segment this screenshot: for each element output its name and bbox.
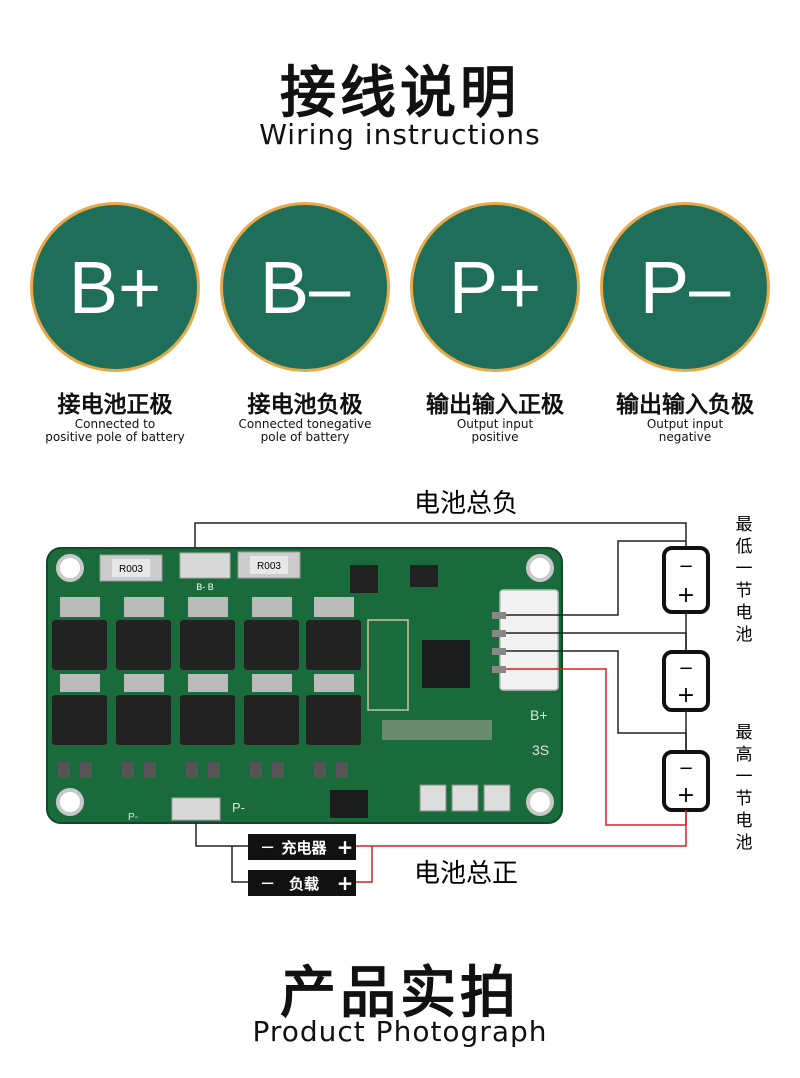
lowest-cell-label: 最 低 一 节 电 池	[736, 515, 753, 645]
total-negative-label: 电池总负	[414, 489, 518, 519]
svg-text:+: +	[677, 583, 695, 608]
battery-cell: − +	[662, 650, 710, 712]
terminal-symbol: B–	[259, 245, 351, 329]
page-subtitle: Wiring instructions	[259, 118, 541, 151]
mount-hole	[56, 554, 84, 582]
label-line: Connected to	[74, 417, 156, 431]
svg-text:−: −	[678, 556, 693, 577]
balance-connector	[499, 589, 559, 691]
terminal-label-en: Output input negative	[590, 418, 780, 444]
svg-text:+: +	[677, 783, 695, 808]
highest-cell-label: 最 高 一 节 电 池	[736, 723, 753, 853]
board-mark: 3S	[532, 742, 549, 758]
terminal-p-plus: P+	[410, 202, 580, 372]
mosfet-small	[330, 790, 368, 818]
p-minus-wire	[231, 846, 248, 883]
svg-text:节: 节	[736, 789, 753, 809]
load-box	[248, 870, 356, 896]
svg-text:电: 电	[736, 603, 753, 623]
terminal-label-cn: 输出输入正极	[426, 392, 564, 418]
terminal-symbol: P–	[639, 245, 731, 329]
terminal-label-en: Connected tonegative pole of battery	[210, 418, 400, 444]
p-minus-wire	[195, 822, 248, 847]
battery-cell: − +	[662, 546, 710, 614]
svg-text:节: 节	[736, 581, 753, 601]
svg-text:负载: 负载	[289, 875, 319, 893]
page-title: 接线说明	[280, 61, 520, 126]
mount-hole	[56, 788, 84, 816]
svg-text:池: 池	[736, 833, 753, 853]
svg-text:−: −	[678, 658, 693, 679]
svg-text:+: +	[337, 871, 354, 895]
board-mark: P-	[128, 812, 138, 823]
wiring-diagram: 电池总负 R003 R003 B- B	[46, 489, 753, 896]
label-line: negative	[658, 430, 712, 444]
svg-text:一: 一	[736, 767, 753, 787]
terminal-symbol: P+	[448, 245, 542, 329]
protection-ic	[422, 640, 470, 688]
resistor-label: R003	[257, 561, 281, 572]
svg-text:最: 最	[736, 515, 753, 535]
svg-text:充电器: 充电器	[281, 839, 327, 857]
svg-text:+: +	[337, 835, 354, 859]
terminal-label-cn: 接电池正极	[57, 392, 173, 418]
svg-text:−: −	[260, 873, 275, 894]
footer-subtitle: Product Photograph	[252, 1015, 548, 1048]
mount-hole	[526, 554, 554, 582]
label-line: Connected tonegative	[238, 417, 372, 431]
board-mark: B- B	[196, 582, 214, 592]
label-line: positive	[471, 430, 519, 444]
terminal-label-cn: 输出输入负极	[616, 392, 754, 418]
mount-hole	[526, 788, 554, 816]
svg-text:池: 池	[736, 625, 753, 645]
svg-text:−: −	[260, 837, 275, 858]
svg-text:低: 低	[736, 537, 753, 557]
mosfet-row-bottom	[52, 695, 361, 745]
total-positive-wire	[356, 810, 687, 847]
total-negative-wire	[194, 522, 687, 555]
svg-text:−: −	[678, 758, 693, 779]
mosfet-row-top	[52, 620, 361, 670]
battery-cell: − +	[662, 750, 710, 812]
terminal-b-minus: B–	[220, 202, 390, 372]
label-line: pole of battery	[260, 430, 350, 444]
total-positive-wire	[356, 846, 373, 883]
terminal-label-en: Output input positive	[400, 418, 590, 444]
label-line: positive pole of battery	[45, 430, 185, 444]
balance-wire	[506, 540, 686, 616]
terminal-label-en: Connected to positive pole of battery	[20, 418, 210, 444]
b-minus-pad	[179, 552, 231, 579]
terminal-b-plus: B+	[30, 202, 200, 372]
pcb-board	[46, 547, 563, 824]
label-line: Output input	[646, 417, 724, 431]
svg-text:一: 一	[736, 559, 753, 579]
smd-components	[58, 762, 348, 778]
svg-text:最: 最	[736, 723, 753, 743]
svg-text:电: 电	[736, 811, 753, 831]
footer-title: 产品实拍	[280, 961, 520, 1026]
board-mark: B+	[530, 707, 548, 723]
resistor-label: R003	[119, 564, 143, 575]
terminal-p-minus: P–	[600, 202, 770, 372]
svg-text:高: 高	[736, 745, 753, 765]
total-positive-label: 电池总正	[414, 859, 518, 889]
svg-text:+: +	[677, 683, 695, 708]
label-line: Output input	[456, 417, 534, 431]
charger-box	[248, 834, 356, 860]
terminal-symbol: B+	[68, 245, 162, 329]
terminal-label-cn: 接电池负极	[247, 392, 363, 418]
p-minus-pad	[171, 797, 221, 821]
board-mark: P-	[232, 800, 245, 815]
